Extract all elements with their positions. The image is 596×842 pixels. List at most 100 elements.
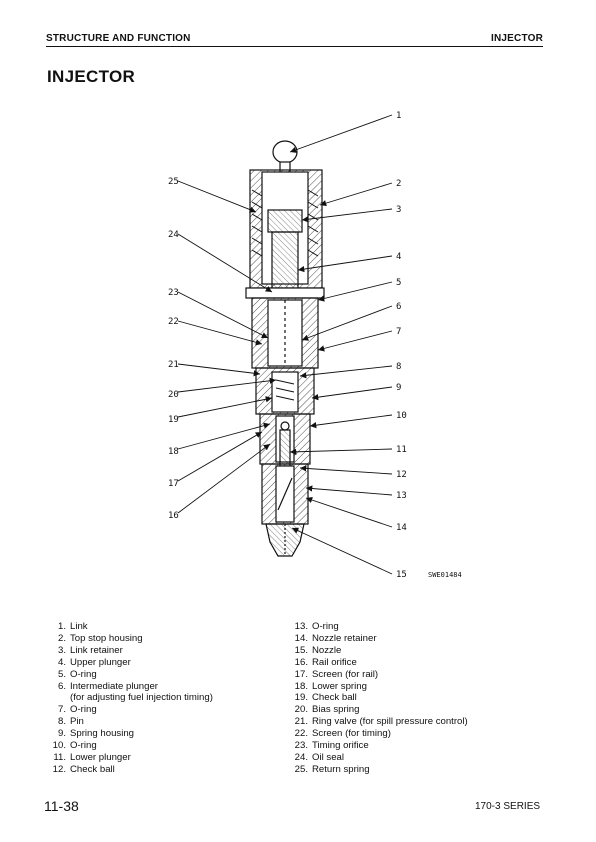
callout-21: 21 [168,360,179,370]
callout-6: 6 [396,302,401,312]
part-label: O-ring [312,621,339,632]
part-label: Check ball [70,763,115,775]
part-label: Timing orifice [312,740,369,752]
part-list-item: 14.Nozzle retainer [290,633,550,645]
callout-9: 9 [396,383,401,393]
part-number: 22. [294,728,308,740]
part-number: 3. [57,644,66,656]
part-list-item: 25. Return spring [290,764,550,776]
callout-3: 3 [396,205,401,215]
part-number: 21. [294,716,308,728]
part-label: Lower spring [312,680,367,692]
callout-18: 18 [168,447,179,457]
part-number: 24. [294,751,308,763]
callout-24: 24 [168,230,179,240]
part-list-item: 22.Screen (for timing) [290,728,550,740]
callout-17: 17 [168,479,179,489]
injector-diagram: 1 2 3 4 5 6 7 8 9 10 11 12 13 14 15 16 1… [168,111,462,580]
part-list-item: 4. Upper plunger [48,657,288,669]
part-list-item: 8. Pin [48,716,288,728]
part-list-item: 11. Lower plunger [48,752,288,764]
part-label: Lower plunger [70,751,131,763]
part-number: 1. [57,621,66,632]
part-list-item: 7. O-ring [48,704,288,716]
callout-16: 16 [168,511,179,521]
part-number: 11. [53,751,66,763]
callout-4: 4 [396,252,401,262]
part-list-item: 23. Timing orifice [290,740,550,752]
part-label: Oil seal [312,751,344,763]
part-list-item: 5. O-ring [48,669,288,681]
part-label: Top stop housing [70,632,143,644]
callout-8: 8 [396,362,401,372]
part-number: 16. [294,656,308,668]
part-list-item: (for adjusting fuel injection timing) [70,692,213,704]
part-list-item: 24. Oil seal [290,752,550,764]
part-label: Check ball [312,692,357,704]
part-number: 10. [52,740,66,752]
callout-23: 23 [168,288,179,298]
part-label: Return spring [312,763,370,775]
header-section: STRUCTURE AND FUNCTION [46,33,191,44]
callout-5: 5 [396,278,401,288]
part-label: O-ring [70,704,97,716]
callout-10: 10 [396,411,407,421]
part-label: Rail orifice [312,656,357,668]
part-number: 4. [57,656,66,668]
part-label: Link [70,621,88,632]
part-label: Nozzle [312,644,342,656]
part-number: 13. [294,621,308,632]
part-label: Pin [70,716,84,728]
part-list-item: 9. Spring housing [48,728,288,740]
callout-11: 11 [396,445,407,455]
part-number: 23. [294,740,308,752]
callout-22: 22 [168,317,179,327]
part-label: Intermediate plunger [70,680,158,692]
part-number: 5. [57,668,66,680]
part-number: 8. [57,716,66,728]
part-list-item: 6.Intermediate plunger [48,681,288,693]
drawing-code: SWE01484 [428,571,462,579]
callout-7: 7 [396,327,401,337]
part-number: 19. [294,692,308,704]
part-list-item: 12.Check ball [48,764,288,776]
part-list-item: 15.Nozzle [290,645,550,657]
part-number: 2. [57,632,66,644]
callout-1: 1 [396,111,401,121]
callout-14: 14 [396,523,407,533]
part-label: Screen (for rail) [312,668,379,680]
part-list-item: 10. O-ring [48,740,288,752]
part-number: 17. [294,668,308,680]
header-topic: INJECTOR [491,33,543,44]
callout-2: 2 [396,179,401,189]
page-title: INJECTOR [47,67,136,86]
part-list-item: 16. Rail orifice [290,657,550,669]
part-number: 9. [57,728,66,740]
page-header: STRUCTURE AND FUNCTION INJECTOR [46,33,543,47]
part-number: 7. [57,704,66,716]
part-list-item: 3.Link retainer [48,645,288,657]
part-list-item: 2. Top stop housing [48,633,288,645]
part-list-item: 17. Screen (for rail) [290,669,550,681]
part-list-item: 18. Lower spring [290,681,550,693]
callout-19: 19 [168,415,179,425]
part-number: 25. [294,763,308,775]
series-label: 170-3 SERIES [475,801,541,812]
part-number: 20. [294,704,308,716]
part-label: Upper plunger [70,656,131,668]
part-label: Nozzle retainer [312,632,377,644]
part-label: Spring housing [70,728,135,740]
leader-lines [177,114,393,575]
part-list-item: 20.Bias spring [290,704,550,716]
callout-12: 12 [396,470,407,480]
page-number: 11-38 [44,798,79,814]
part-label: O-ring [70,668,97,680]
part-list-item: 19. Check ball [290,692,550,704]
part-number: 18. [294,680,308,692]
callout-13: 13 [396,491,407,501]
part-list-item: 1. Link [48,621,288,633]
part-label: O-ring [70,740,97,752]
callout-25: 25 [168,177,179,187]
